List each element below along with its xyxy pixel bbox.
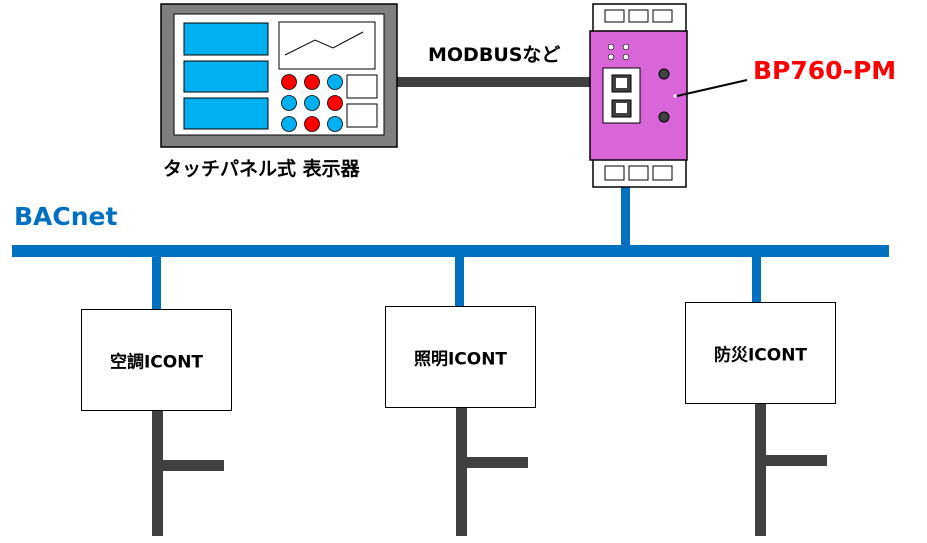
field-line-3-branch — [755, 455, 827, 466]
device-bottom-slot-2 — [628, 165, 649, 181]
panel-indicator-button — [327, 74, 343, 90]
field-line-3-vertical — [755, 404, 766, 536]
panel-display-window-1 — [183, 22, 269, 56]
field-line-2-branch — [456, 457, 528, 468]
field-line-1-vertical — [152, 411, 163, 536]
panel-indicator-button — [304, 74, 320, 90]
bacnet-bus — [12, 245, 889, 257]
touch-panel-display — [160, 3, 398, 148]
device-bottom-slot-3 — [652, 165, 673, 181]
device-label-pointer — [676, 79, 748, 97]
modbus-label: MODBUSなど — [428, 44, 561, 66]
touch-panel-label: タッチパネル式 表示器 — [163, 158, 360, 180]
field-line-2-vertical — [456, 408, 467, 536]
bus-drop-2 — [455, 255, 464, 308]
controller-label-lighting: 照明ICONT — [413, 349, 508, 370]
field-lines — [152, 404, 827, 536]
device-top-slot-1 — [604, 9, 625, 23]
device-top-slot-2 — [628, 9, 649, 23]
bus-drop-3 — [752, 255, 761, 304]
trend-line — [284, 31, 364, 56]
panel-indicator-button — [327, 116, 343, 132]
panel-display-window-3 — [183, 97, 269, 130]
controller-label-hvac: 空調ICONT — [109, 352, 204, 373]
modbus-cable — [395, 77, 617, 87]
panel-indicator-button — [304, 116, 320, 132]
panel-square-button-1 — [346, 74, 378, 99]
controller-label-fire: 防災ICONT — [713, 345, 808, 366]
panel-display-window-2 — [183, 60, 269, 93]
controller-box-hvac: 空調ICONT — [81, 309, 232, 411]
bacnet-bus-group — [12, 110, 889, 311]
device-screw-top — [658, 68, 670, 80]
panel-indicator-grid — [281, 74, 343, 132]
device-port-modbus-inner — [616, 78, 627, 88]
device-label-pointer-dot — [673, 94, 677, 98]
panel-indicator-button — [281, 116, 297, 132]
panel-square-button-2 — [346, 103, 378, 128]
device-port-bacnet-inner — [616, 103, 627, 113]
field-line-1-branch — [152, 460, 224, 471]
device-screw-bottom — [658, 111, 670, 123]
controller-box-lighting: 照明ICONT — [385, 306, 536, 408]
device-bottom-slot-1 — [604, 165, 625, 181]
bus-drop-1 — [152, 255, 161, 311]
bp760-pm-device — [589, 3, 748, 188]
device-name-label: BP760-PM — [753, 56, 897, 85]
controller-box-fire: 防災ICONT — [685, 302, 836, 404]
bacnet-label: BACnet — [14, 202, 118, 231]
device-led — [607, 53, 615, 61]
panel-indicator-button — [281, 74, 297, 90]
device-led — [622, 53, 630, 61]
panel-indicator-button — [327, 95, 343, 111]
device-led — [607, 43, 615, 51]
panel-indicator-button — [281, 95, 297, 111]
device-top-slot-3 — [652, 9, 673, 23]
device-led — [622, 43, 630, 51]
panel-indicator-button — [304, 95, 320, 111]
